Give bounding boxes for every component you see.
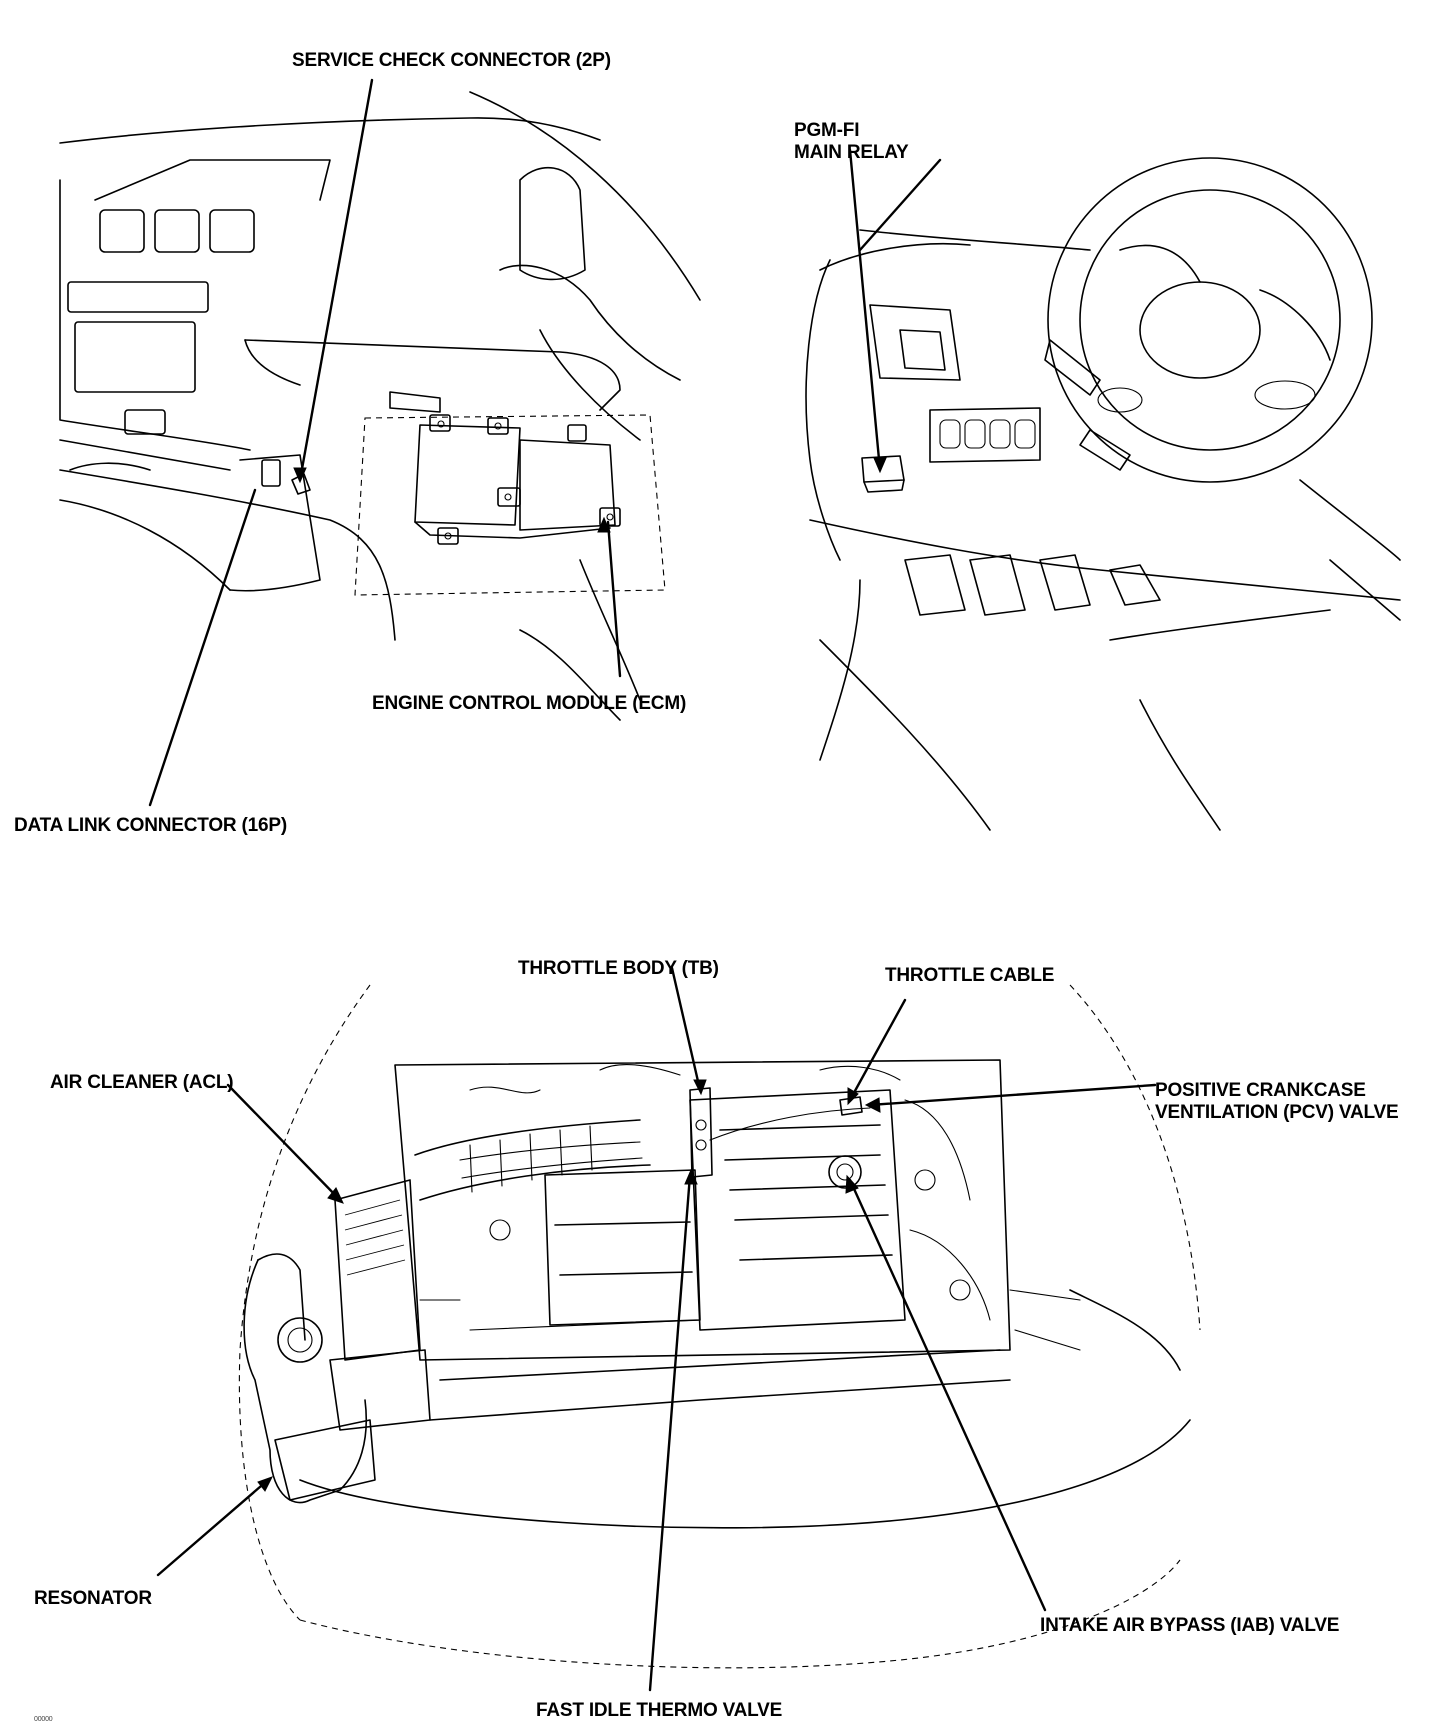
label-throttle-body: THROTTLE BODY (TB) <box>518 958 719 979</box>
dashboard-panel-drawing <box>59 78 701 807</box>
label-pgm-fi-line1: PGM-FI <box>794 120 860 141</box>
label-service-check-connector: SERVICE CHECK CONNECTOR (2P) <box>292 50 611 71</box>
label-data-link-connector: DATA LINK CONNECTOR (16P) <box>14 815 287 836</box>
label-iab-valve: INTAKE AIR BYPASS (IAB) VALVE <box>1040 1615 1340 1636</box>
label-engine-control-module: ENGINE CONTROL MODULE (ECM) <box>372 693 687 714</box>
label-resonator: RESONATOR <box>34 1588 152 1609</box>
label-throttle-cable: THROTTLE CABLE <box>885 965 1055 986</box>
engine-bay-drawing <box>156 966 1201 1692</box>
steering-panel-drawing <box>805 148 1401 831</box>
label-pgm-fi-line2: MAIN RELAY <box>794 142 909 163</box>
label-pcv-line1: POSITIVE CRANKCASE <box>1155 1080 1366 1101</box>
label-fast-idle-thermo-valve: FAST IDLE THERMO VALVE <box>536 1700 783 1721</box>
label-pgm-fi-main-relay: PGM-FI MAIN RELAY <box>794 120 909 164</box>
label-air-cleaner: AIR CLEANER (ACL) <box>50 1072 234 1093</box>
figure-code: 00000 <box>34 1716 53 1723</box>
label-pcv-line2: VENTILATION (PCV) VALVE <box>1155 1102 1399 1123</box>
air-cleaner-hatching <box>344 1199 406 1276</box>
label-pcv-valve: POSITIVE CRANKCASE VENTILATION (PCV) VAL… <box>1155 1080 1399 1124</box>
